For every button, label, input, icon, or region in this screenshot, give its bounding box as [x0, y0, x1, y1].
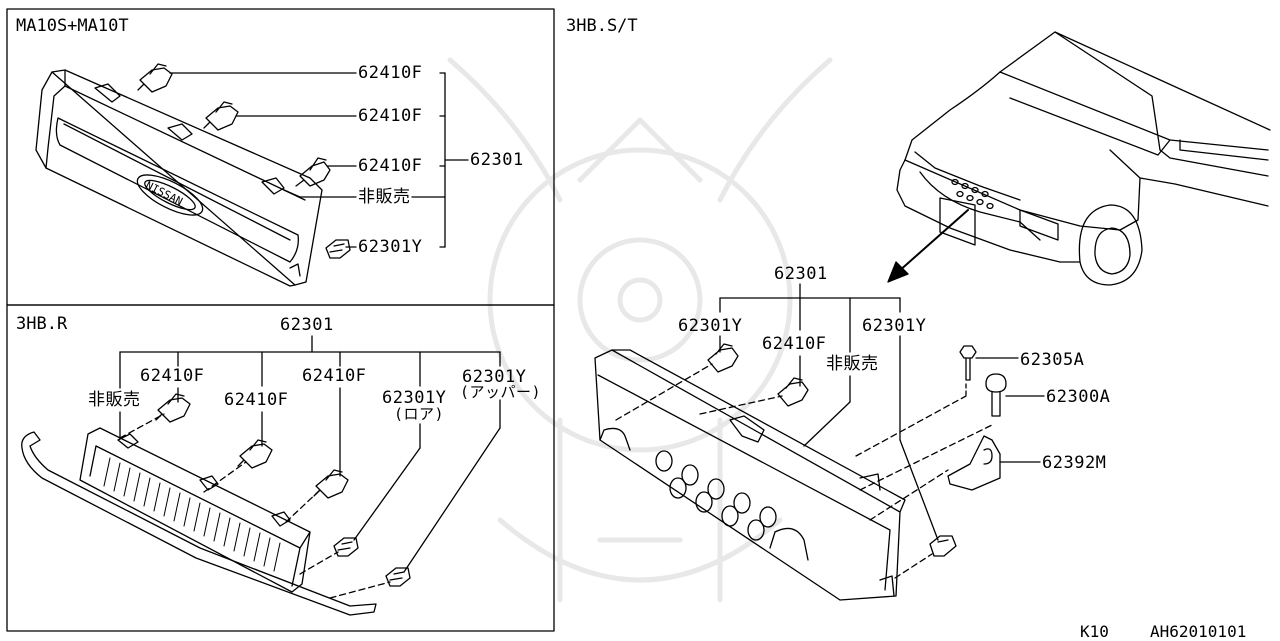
car-drawing: [896, 31, 1271, 286]
bolt-icon: [985, 373, 1007, 417]
part-label-62305a[interactable]: 62305A: [1020, 350, 1085, 370]
grille-drawing-bottom-left: [21, 427, 377, 616]
not-sold-label: 非販売: [88, 390, 141, 410]
part-label-62301y[interactable]: 62301Y: [862, 316, 927, 336]
clip-icon: [707, 343, 957, 557]
part-label-62410f[interactable]: 62410F: [358, 63, 423, 83]
grille-drawing-top-left: [35, 69, 323, 287]
grille-drawing-right: [594, 349, 906, 601]
part-label-62301y[interactable]: 62301Y: [678, 316, 743, 336]
section-title-ma10s: MA10S+MA10T: [16, 16, 129, 36]
watermark-crest: [447, 57, 833, 603]
part-label-62410f[interactable]: 62410F: [224, 390, 289, 410]
part-label-62410f[interactable]: 62410F: [140, 366, 205, 386]
clip-icon: [137, 63, 351, 259]
leader-lines-bottom-left: [119, 335, 501, 599]
leader-lines-right: [615, 283, 1045, 579]
part-label-62301[interactable]: 62301: [774, 264, 828, 284]
screw-icon: [959, 345, 977, 381]
lower-note: (ロア): [394, 405, 445, 423]
section-title-3hb-r: 3HB.R: [16, 314, 68, 334]
part-label-62301[interactable]: 62301: [470, 150, 524, 170]
part-label-62410f[interactable]: 62410F: [358, 106, 423, 126]
part-label-62301y[interactable]: 62301Y: [382, 388, 447, 408]
section-title-3hb-st: 3HB.S/T: [566, 16, 638, 36]
part-label-62410f[interactable]: 62410F: [358, 156, 423, 176]
not-sold-label: 非販売: [358, 187, 411, 207]
part-label-62301y[interactable]: 62301Y: [462, 367, 527, 387]
leader-lines-top-left: [169, 72, 469, 248]
part-label-62300a[interactable]: 62300A: [1046, 387, 1111, 407]
diagram-id: AH62010101: [1150, 622, 1247, 641]
upper-note: (アッパー): [460, 383, 542, 401]
page-code: K10: [1080, 622, 1109, 641]
part-label-62392m[interactable]: 62392M: [1042, 453, 1107, 473]
part-label-62410f[interactable]: 62410F: [302, 366, 367, 386]
part-label-62301[interactable]: 62301: [280, 315, 334, 335]
bracket-icon: [947, 435, 1001, 491]
arrow-icon: [887, 209, 969, 283]
part-label-62301y[interactable]: 62301Y: [358, 237, 423, 257]
part-label-62410f[interactable]: 62410F: [762, 334, 827, 354]
not-sold-label: 非販売: [826, 354, 879, 374]
panel-bottom-left: [6, 304, 555, 632]
